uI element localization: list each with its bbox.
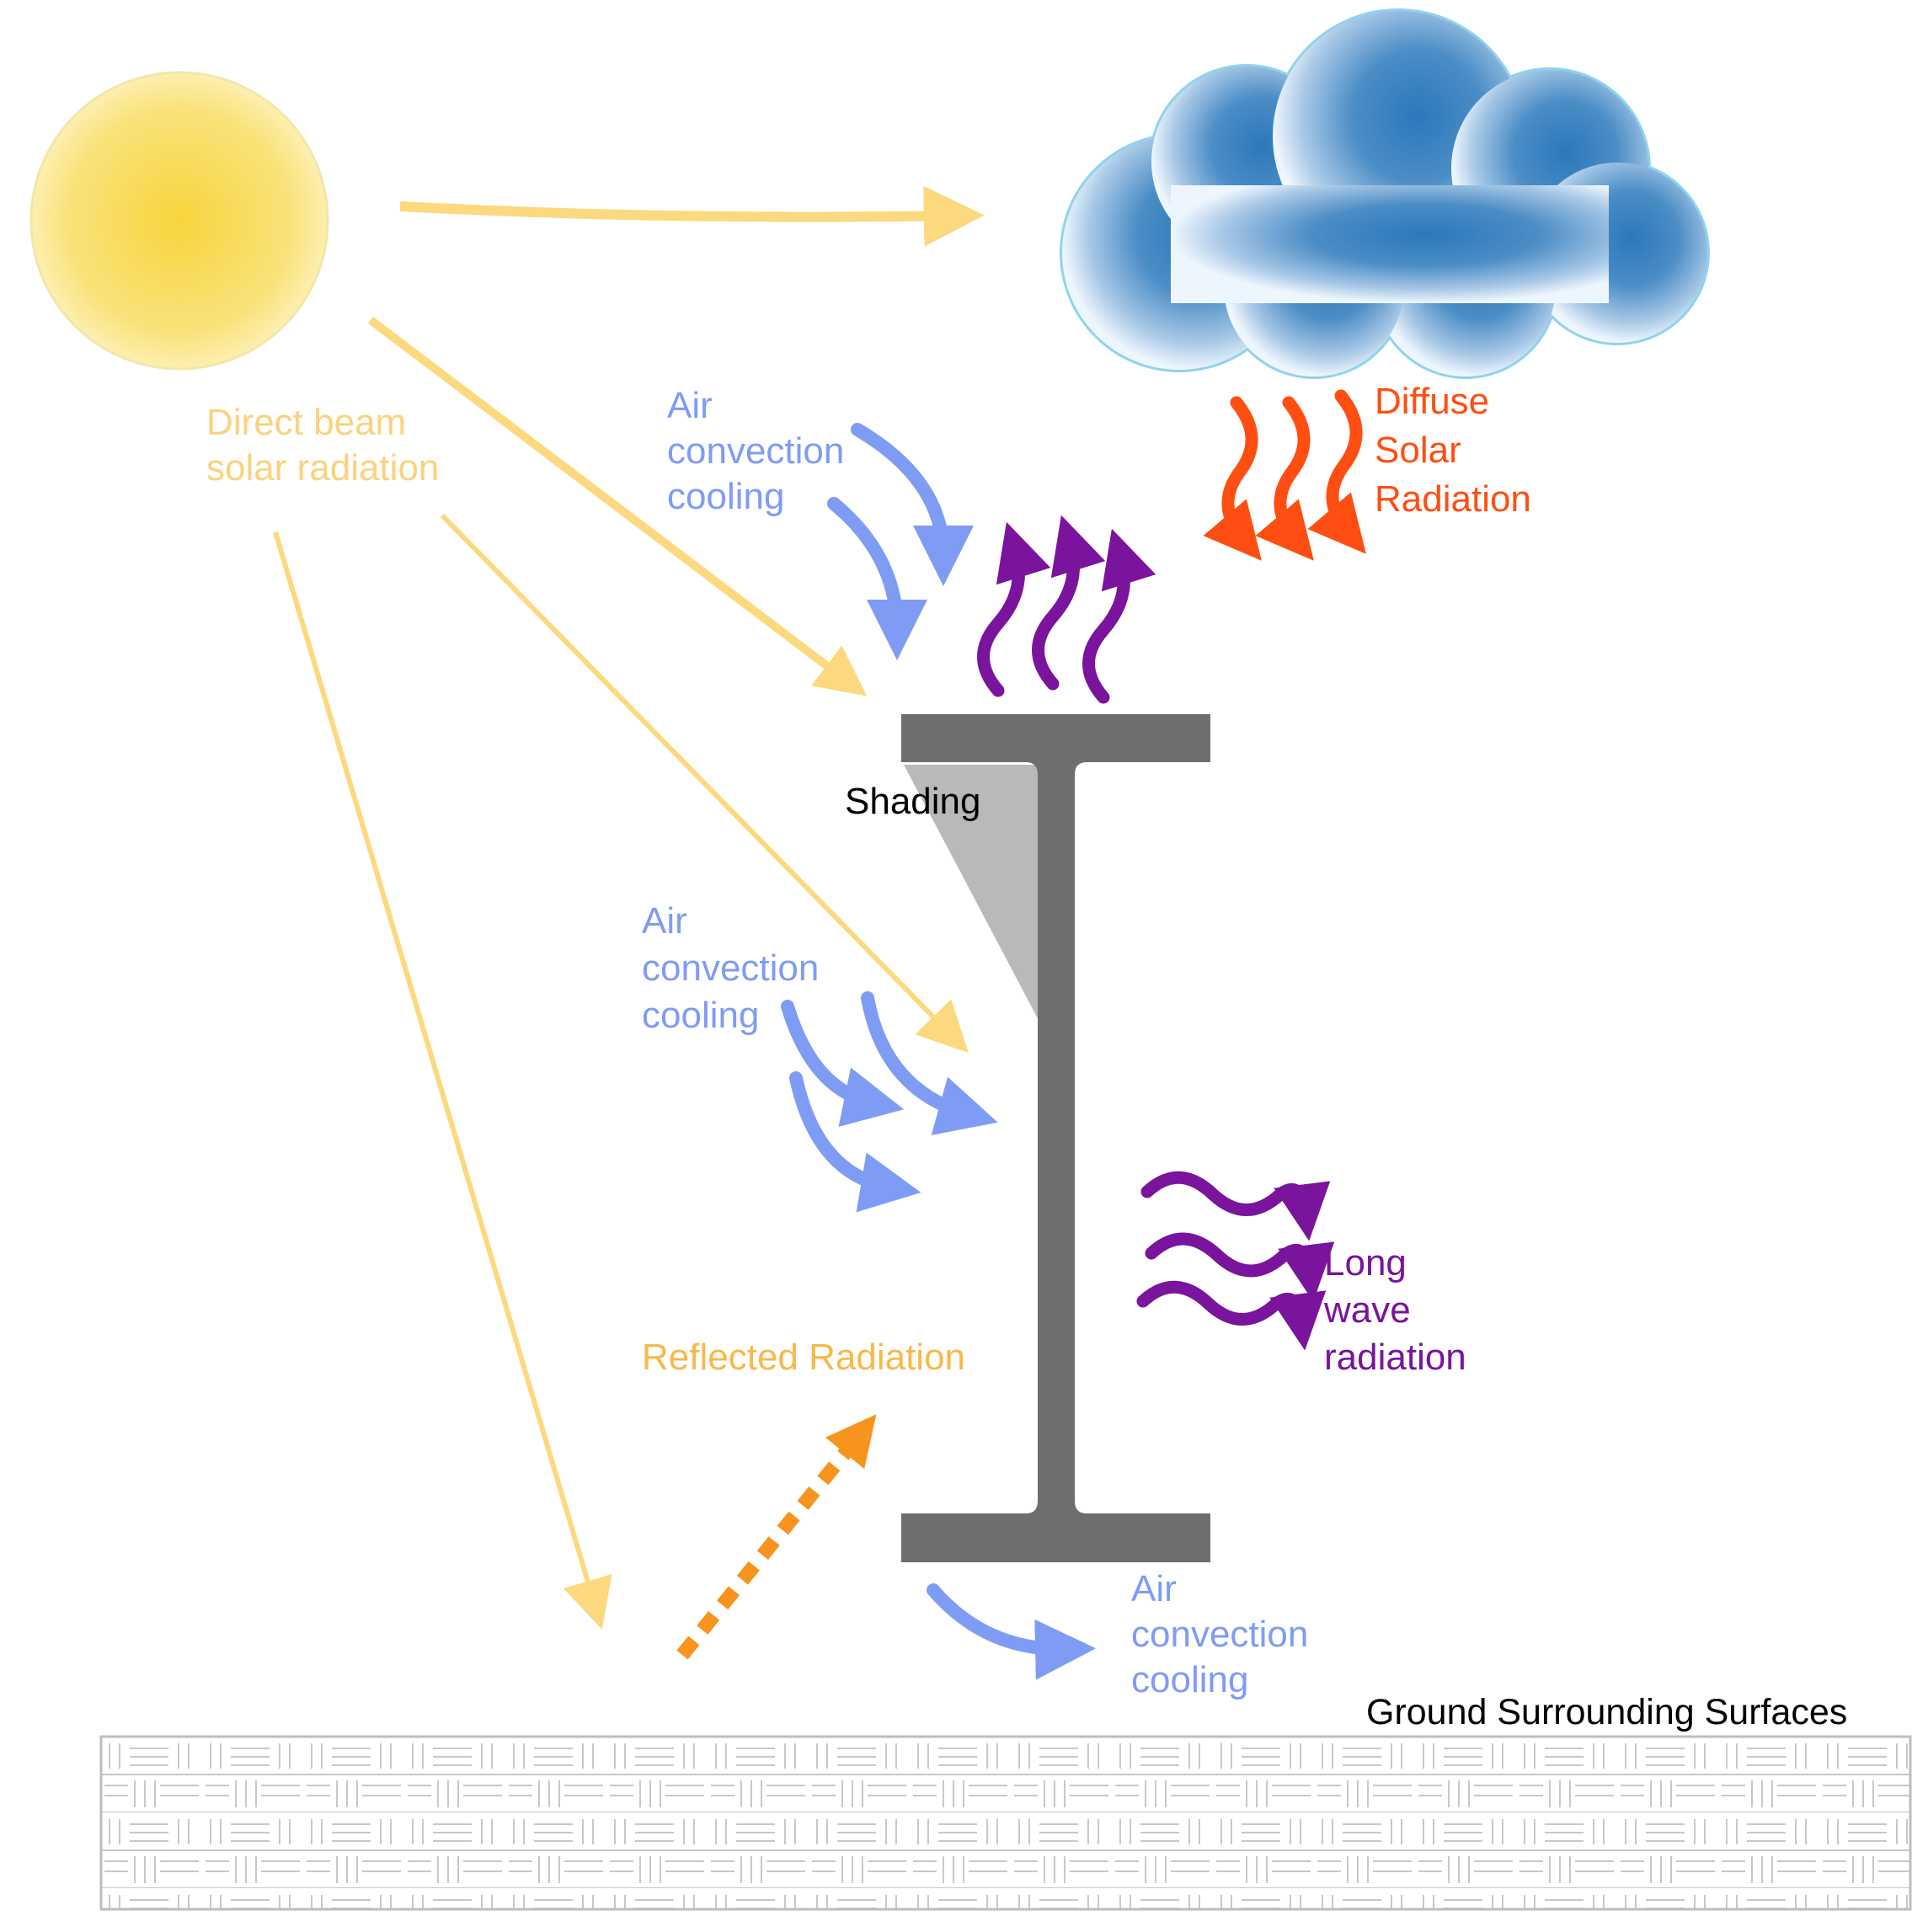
air-mid-line-1: Air [642, 900, 687, 942]
long-wave-side-1 [1140, 1171, 1331, 1241]
direct-beam-line-2: solar radiation [206, 447, 440, 488]
air-top-line-3: cooling [667, 476, 785, 517]
air-top-line-2: convection [667, 430, 845, 472]
ground-label: Ground Surrounding Surfaces [1366, 1692, 1848, 1732]
long-wave-line-3: radiation [1324, 1337, 1466, 1378]
long-wave-arrows-side [1136, 1171, 1335, 1351]
ray-to-ground [273, 531, 612, 1630]
air-mid-line-3: cooling [642, 995, 760, 1036]
air-arrow-top-2 [827, 497, 927, 660]
shading-area [904, 765, 1040, 1023]
diffuse-wave-1 [1203, 396, 1262, 561]
ray-sun-to-cloud [399, 185, 985, 247]
air-bottom-line-1: Air [1131, 1568, 1177, 1609]
direct-beam-label: Direct beam solar radiation [206, 400, 439, 491]
long-wave-side-3 [1136, 1280, 1327, 1351]
air-mid-line-2: convection [642, 947, 820, 989]
air-bottom-line-2: convection [1131, 1614, 1309, 1655]
air-arrow-mid-3 [789, 1071, 921, 1213]
sun-icon [29, 71, 329, 371]
diffuse-line-1: Diffuse [1375, 381, 1490, 422]
reflected-radiation-arrow [676, 1414, 877, 1660]
diffuse-wave-2 [1255, 396, 1314, 561]
long-wave-line-2: wave [1324, 1289, 1411, 1331]
direct-beam-rays [273, 185, 985, 1630]
shading-label: Shading [845, 781, 981, 822]
long-wave-up-1 [977, 521, 1051, 697]
air-top-line-1: Air [667, 385, 713, 426]
long-wave-line-1: Long [1324, 1242, 1407, 1284]
air-arrow-top-1 [851, 423, 974, 586]
air-arrow-mid-1 [781, 1000, 905, 1127]
diffuse-wave-3 [1307, 389, 1366, 554]
air-arrow-mid-2 [861, 991, 998, 1135]
diffuse-line-3: Radiation [1375, 478, 1531, 520]
diffuse-radiation-arrows [1203, 389, 1366, 561]
air-convection-bottom-label: Air convection cooling [1131, 1566, 1308, 1703]
i-beam-icon [901, 714, 1210, 1562]
ground-pattern-icon [99, 1735, 1912, 1911]
direct-beam-line-1: Direct beam [206, 402, 407, 443]
air-convection-top-label: Air convection cooling [667, 383, 844, 520]
long-wave-side-2 [1145, 1232, 1335, 1302]
cloud-icon [1060, 8, 1710, 379]
long-wave-arrows-top [977, 515, 1156, 704]
reflected-radiation-label: Reflected Radiation [642, 1337, 966, 1378]
air-bottom-line-3: cooling [1131, 1659, 1249, 1700]
air-convection-mid-label: Air convection cooling [642, 898, 819, 1039]
air-arrow-bottom [927, 1583, 1096, 1680]
diffuse-radiation-label: Diffuse Solar Radiation [1375, 377, 1531, 524]
air-convection-arrows [781, 423, 1096, 1680]
diffuse-line-2: Solar [1375, 430, 1461, 471]
ray-to-top-flange [367, 317, 868, 696]
ray-to-web [440, 513, 969, 1054]
long-wave-label: Long wave radiation [1324, 1240, 1466, 1381]
long-wave-up-2 [1032, 515, 1106, 691]
long-wave-up-3 [1082, 528, 1156, 704]
